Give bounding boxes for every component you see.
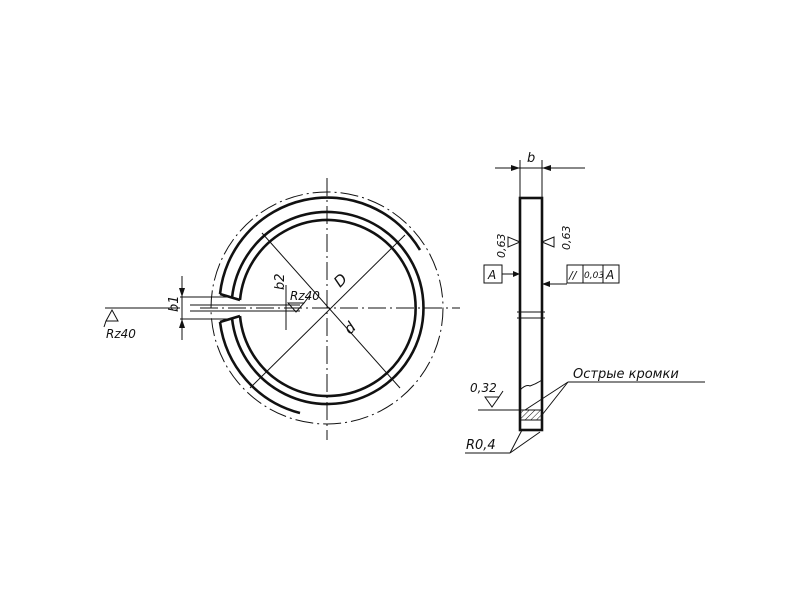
roughness-left-label: 0,63: [495, 234, 508, 259]
roughness-general-label: Rz40: [106, 327, 136, 341]
diameter-D-line: [261, 232, 401, 389]
roughness-bottom-label: 0,32: [470, 381, 497, 395]
side-view: b 0,63 0,63 A // 0,03 A 0,32 Острые кром…: [465, 151, 705, 454]
dim-b-label: b: [527, 151, 535, 166]
tolerance-datum: A: [605, 268, 614, 282]
outer-dashdot-circle: [210, 191, 444, 425]
dim-b2-label: b2: [273, 273, 288, 290]
ring-inner-edge: [238, 218, 417, 398]
roughness-slot-label: Rz40: [290, 289, 320, 303]
front-view: b1 b2 D d Rz40 Rz40: [103, 178, 460, 440]
radius-label: R0,4: [466, 438, 496, 453]
tolerance-value: 0,03: [584, 271, 604, 281]
dim-d-label: d: [340, 318, 360, 338]
outer-arc-lower: [218, 321, 301, 415]
roughness-right-label: 0,63: [560, 226, 573, 251]
datum-label: A: [487, 268, 496, 282]
ring-section: [518, 196, 544, 432]
dim-D-label: D: [330, 270, 351, 291]
outer-arc-upper: [218, 196, 422, 295]
dim-b1-label: b1: [167, 295, 182, 312]
diameter-d-line: [249, 234, 406, 389]
tolerance-symbol: //: [568, 269, 578, 282]
ring-outer-edge: [230, 210, 425, 406]
note-sharp-edges: Острые кромки: [573, 367, 679, 382]
